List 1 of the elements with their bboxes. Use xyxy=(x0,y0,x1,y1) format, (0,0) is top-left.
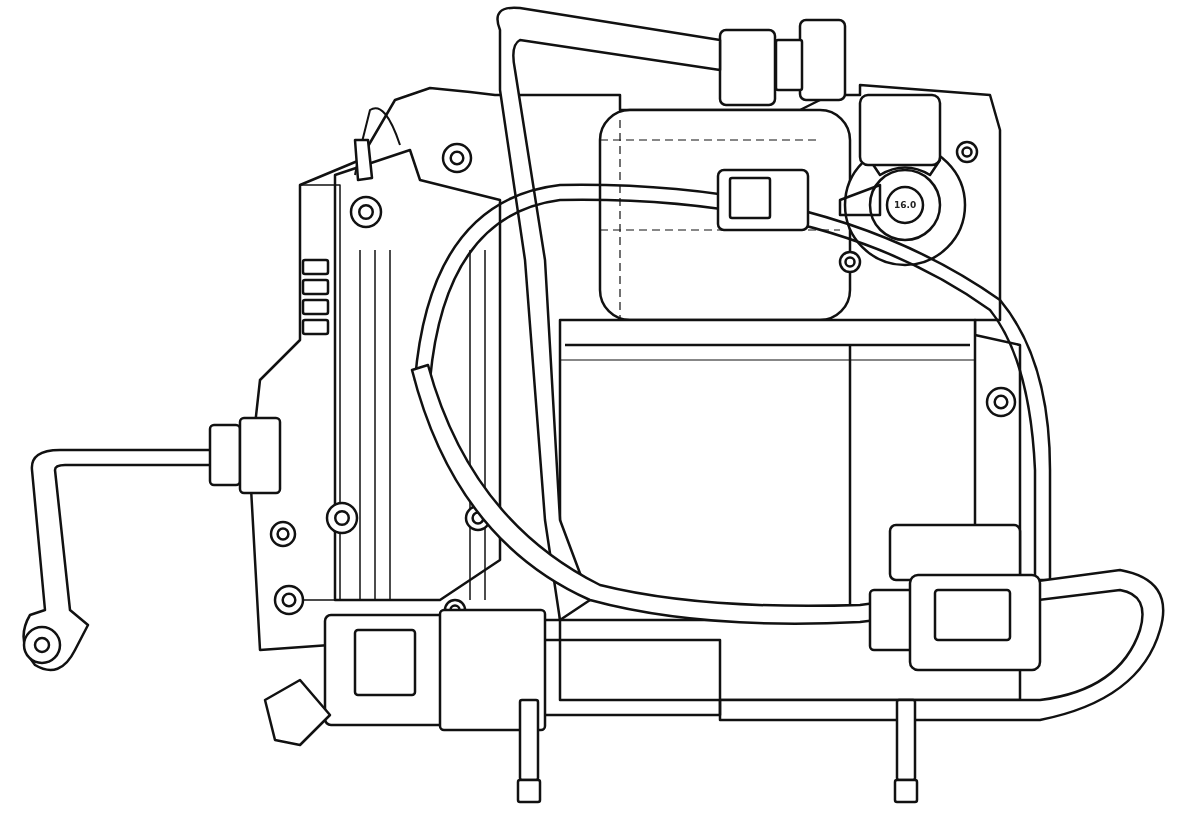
marking-text: 16.0 xyxy=(894,201,917,210)
